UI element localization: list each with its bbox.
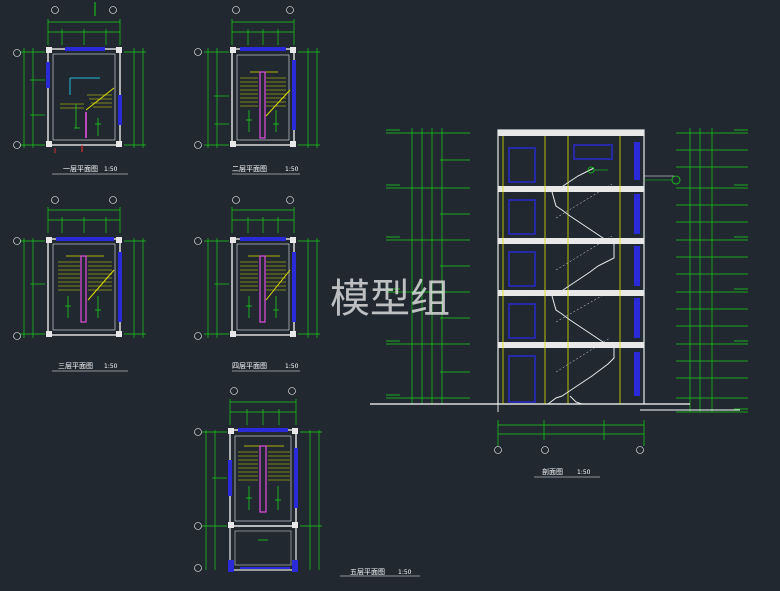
plan-2-scale: 1:50 [285,166,299,173]
plan-4-title: 四层平面图 [232,362,267,370]
watermark: 模型组 [330,276,450,322]
plan-4-floor: 四层平面图 1:50 [194,196,320,372]
plan-3-floor: 三层平面图 1:50 [13,196,146,372]
plan-3-title: 三层平面图 [58,362,93,370]
plan-5-floor: 五层平面图 1:50 [194,387,420,577]
section-scale: 1:50 [577,469,591,476]
plan-1-floor: 一层平面图 1:50 [13,2,146,175]
plan-4-scale: 1:50 [285,363,299,370]
section-title: 剖面图 [542,467,563,476]
plan-1-title: 一层平面图 [63,165,98,173]
plan-3-scale: 1:50 [104,363,118,370]
section-view: 剖面图 1:50 [370,128,748,478]
plan-1-scale: 1:50 [104,166,118,173]
plan-5-title: 五层平面图 [350,568,385,576]
plan-2-floor: 二层平面图 1:50 [194,6,320,175]
plan-2-title: 二层平面图 [232,165,267,173]
plan-5-scale: 1:50 [398,569,412,576]
